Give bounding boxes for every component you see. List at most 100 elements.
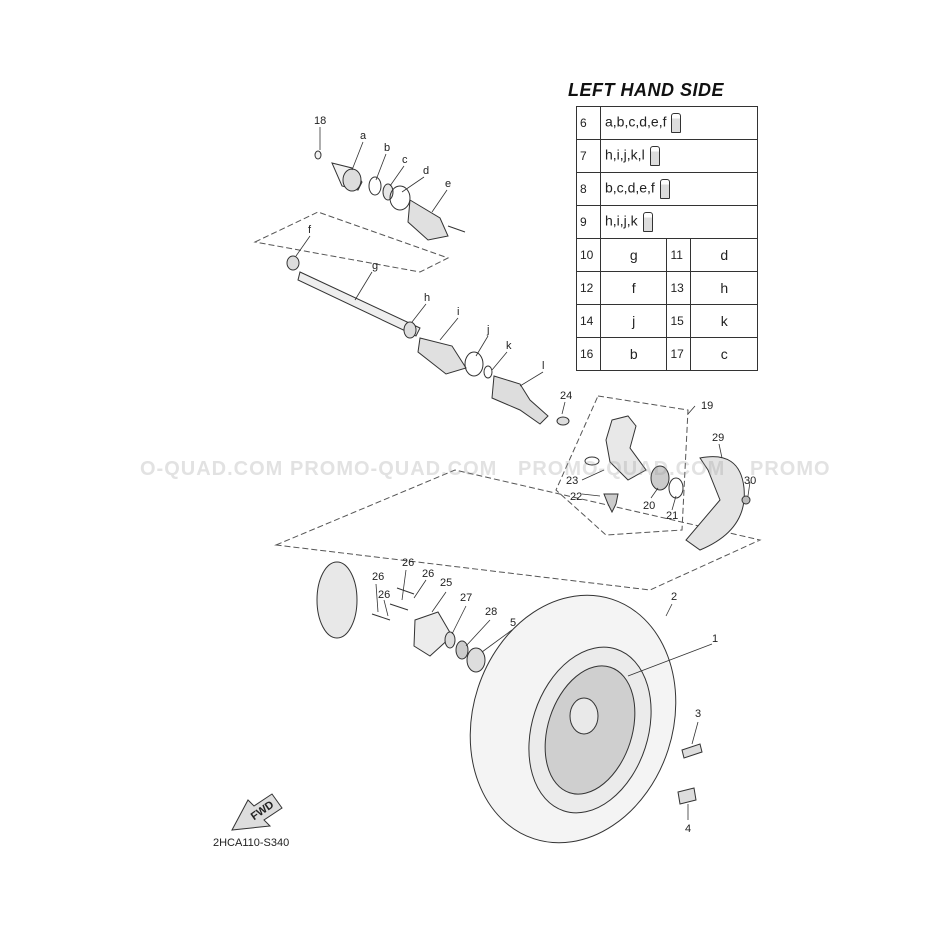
- callout-4: 4: [685, 823, 691, 835]
- watermark-4: PROMO: [750, 458, 831, 480]
- callout-22: 22: [570, 491, 582, 503]
- ring-k: [483, 365, 493, 379]
- seal-27: [444, 631, 456, 649]
- legend-row: 8 b,c,d,e,f: [576, 172, 758, 206]
- circlip-18: [314, 150, 322, 160]
- watermark-1: O-QUAD.COM: [140, 458, 284, 480]
- lubricant-tube-icon: [642, 212, 653, 232]
- nut-5: [466, 647, 486, 673]
- callout-d: d: [423, 165, 429, 177]
- watermark-3: PROMO-QUAD.COM: [518, 458, 726, 480]
- callout-3: 3: [695, 708, 701, 720]
- lubricant-tube-icon: [649, 146, 660, 166]
- callout-g: g: [372, 260, 378, 272]
- callout-18: 18: [314, 115, 326, 127]
- legend-pair-value: j: [599, 304, 668, 338]
- watermark-2: PROMO-QUAD.COM: [290, 458, 498, 480]
- legend-row: 9 h,i,j,k: [576, 205, 758, 239]
- callout-26-a: 26: [372, 571, 384, 583]
- boot-i: [417, 337, 467, 375]
- legend-row-value: h,i,j,k: [600, 205, 758, 239]
- callout-i: i: [457, 306, 459, 318]
- legend-pair-number: 14: [576, 304, 601, 338]
- bearing-20: [650, 465, 670, 491]
- knuckle-assembly: [584, 415, 751, 551]
- legend-row-number: 7: [576, 139, 601, 173]
- band-h: [403, 321, 417, 339]
- shaft-g: [297, 271, 421, 337]
- legend-row-number: 9: [576, 205, 601, 239]
- forward-arrow-icon: FWD: [231, 793, 283, 831]
- legend-pair-row: 14 j 15 k: [576, 304, 758, 338]
- bolts-26: [371, 587, 415, 621]
- washer-24: [556, 416, 570, 426]
- valve-3: [681, 743, 703, 759]
- drive-shaft-assembly: [286, 150, 570, 426]
- legend-pair-number: 16: [576, 337, 601, 371]
- legend-pair-value: g: [599, 238, 668, 272]
- ball-joint-22: [603, 493, 619, 514]
- ring-b: [368, 176, 382, 196]
- legend-pair-number: 17: [666, 337, 692, 371]
- legend-pair-value: c: [690, 337, 758, 371]
- callout-e: e: [445, 178, 451, 190]
- callout-c: c: [402, 154, 408, 166]
- callout-h: h: [424, 292, 430, 304]
- legend-pair-value: f: [599, 271, 668, 305]
- legend-row-number: 6: [576, 106, 601, 140]
- legend-row-text: b,c,d,e,f: [605, 179, 655, 196]
- legend-pair-value: b: [599, 337, 668, 371]
- callout-l: l: [542, 360, 544, 372]
- outer-cv-joint-group-box: [253, 211, 450, 273]
- callout-a: a: [360, 130, 367, 142]
- legend-pair-number: 12: [576, 271, 601, 305]
- callout-23: 23: [566, 475, 578, 487]
- legend-row: 6 a,b,c,d,e,f: [576, 106, 758, 140]
- legend-pair-row: 10 g 11 d: [576, 238, 758, 272]
- legend-pair-number: 11: [666, 238, 692, 272]
- callout-21: 21: [666, 510, 678, 522]
- hub-assembly: [316, 561, 486, 673]
- callout-25: 25: [440, 577, 452, 589]
- leader-lines: [295, 127, 751, 820]
- callout-1: 1: [712, 633, 718, 645]
- callout-26-d: 26: [378, 589, 390, 601]
- callout-30: 30: [744, 475, 756, 487]
- legend-row-text: a,b,c,d,e,f: [605, 113, 667, 130]
- callout-5: 5: [510, 617, 516, 629]
- steering-knuckle: [605, 415, 647, 481]
- hub-25: [413, 611, 453, 657]
- callout-29: 29: [712, 432, 724, 444]
- band-d: [389, 185, 411, 211]
- callout-20: 20: [643, 500, 655, 512]
- boot-e: [407, 199, 449, 241]
- legend-pair-value: k: [690, 304, 758, 338]
- legend-table: 6 a,b,c,d,e,f 7 h,i,j,k,l 8 b,c,d,e,f 9 …: [576, 106, 758, 371]
- callout-19: 19: [701, 400, 713, 412]
- legend-row-text: h,i,j,k,l: [605, 146, 645, 163]
- legend-pair-row: 16 b 17 c: [576, 337, 758, 371]
- callout-f: f: [308, 224, 312, 236]
- callout-2: 2: [671, 591, 677, 603]
- wheel-assembly: [469, 594, 703, 844]
- band-f: [286, 255, 300, 271]
- knuckle-group-box: [555, 395, 689, 536]
- callout-28: 28: [485, 606, 497, 618]
- lubricant-tube-icon: [671, 113, 682, 133]
- callout-26-c: 26: [422, 568, 434, 580]
- legend-row-value: b,c,d,e,f: [600, 172, 758, 206]
- bearing-28: [455, 640, 469, 660]
- callout-26-b: 26: [402, 557, 414, 569]
- hub-group-box: [274, 469, 762, 591]
- valve-cap-4: [677, 787, 697, 805]
- callout-b: b: [384, 142, 390, 154]
- legend-pair-number: 10: [576, 238, 601, 272]
- lubricant-tube-icon: [659, 179, 670, 199]
- brake-disc-left: [316, 561, 358, 639]
- legend-row: 7 h,i,j,k,l: [576, 139, 758, 173]
- outer-joint-l: [491, 375, 549, 425]
- diagram-code: 2HCA110-S340: [213, 837, 290, 849]
- callout-j: j: [486, 324, 489, 336]
- callout-27: 27: [460, 592, 472, 604]
- legend-row-value: a,b,c,d,e,f: [600, 106, 758, 140]
